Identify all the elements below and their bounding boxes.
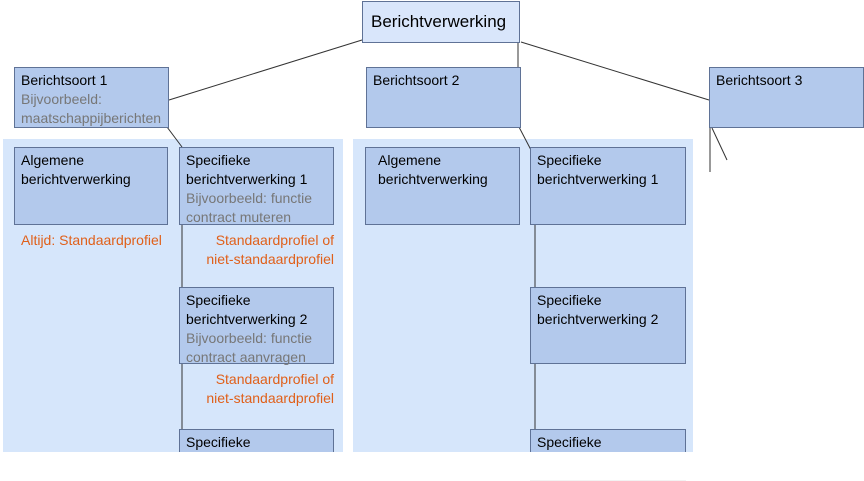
message-type-3-box: Berichtsoort 3 (709, 67, 864, 128)
group-1-specific-1-title: Specifieke berichtverwerking 1 (186, 152, 308, 187)
group-1-specific-2-example: Bijvoorbeeld: functie contract aanvragen (186, 330, 313, 365)
connector-type1-specific (166, 126, 183, 148)
group-2-general-label: Algemene berichtverwerking (378, 152, 488, 187)
message-type-2-box: Berichtsoort 2 (366, 67, 521, 128)
group-1-general-note: Altijd: Standaardprofiel (21, 232, 162, 248)
connector-root-type3 (520, 41, 710, 101)
group-1-specific-2-box: Specifieke berichtverwerking 2 Bijvoorbe… (179, 287, 334, 365)
group-2-specific-2-title: Specifieke berichtverwerking 2 (537, 292, 659, 327)
group-2-general-box: Algemene berichtverwerking (365, 147, 520, 225)
group-2-specific-1-box: Specifieke berichtverwerking 1 (530, 147, 686, 225)
group-2-specific-3-title: Specifieke (537, 434, 602, 450)
message-type-1-example: maatschappijberichten (21, 110, 162, 126)
message-type-2-title: Berichtsoort 2 (373, 72, 460, 88)
root-box: Berichtverwerking (362, 1, 520, 43)
group-1-specific-3-clip: Specifieke (179, 429, 335, 452)
group-1-specific-2-note: Standaardprofiel of niet-standaardprofie… (206, 371, 334, 406)
connector-type3-out-b (711, 127, 728, 161)
group-2-specific-1-title: Specifieke berichtverwerking 1 (537, 152, 659, 187)
group-2-specific-3-clip: Specifieke (530, 429, 687, 452)
group-1-general-label: Algemene berichtverwerking (21, 152, 131, 187)
group-1-general-box: Algemene berichtverwerking (14, 147, 168, 225)
message-type-1-title: Berichtsoort 1 (21, 72, 108, 88)
group-2-specific-2-box: Specifieke berichtverwerking 2 (530, 287, 686, 364)
message-type-3-title: Berichtsoort 3 (716, 72, 803, 88)
message-type-1-example-prefix: Bijvoorbeeld: (21, 91, 102, 107)
group-1-specific-1-box: Specifieke berichtverwerking 1 Bijvoorbe… (179, 147, 334, 225)
connector-type2-specific (518, 126, 532, 151)
group-1-specific-2-title: Specifieke berichtverwerking 2 (186, 292, 308, 327)
group-2-specific-3-box: Specifieke (530, 429, 686, 452)
connector-root-type1 (168, 39, 363, 101)
group-1-specific-1-note: Standaardprofiel of niet-standaardprofie… (206, 232, 334, 267)
group-1-specific-1-example: Bijvoorbeeld: functie contract muteren (186, 190, 313, 225)
message-type-1-box: Berichtsoort 1 Bijvoorbeeld: maatschappi… (14, 67, 169, 128)
root-label: Berichtverwerking (371, 12, 507, 31)
group-1-specific-3-box: Specifieke (179, 429, 334, 452)
group-1-specific-3-title: Specifieke (186, 434, 251, 450)
